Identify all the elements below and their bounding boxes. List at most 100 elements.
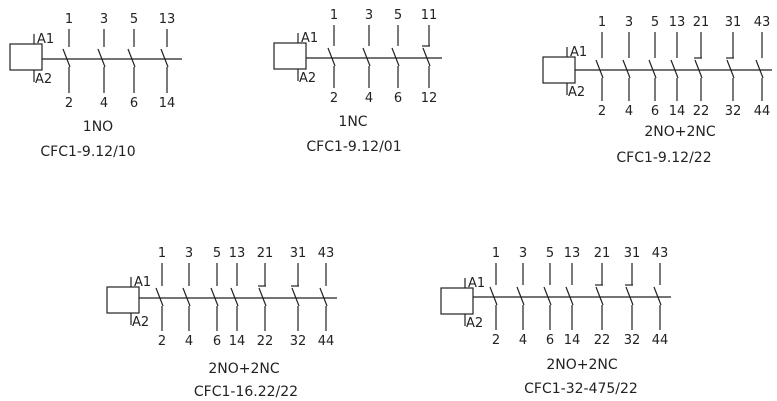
contact-3-4: 34 <box>622 15 633 119</box>
contact-config-label: 2NO+2NC <box>208 361 280 377</box>
contact-blade <box>625 286 634 306</box>
contact-5-6: 56 <box>391 8 402 106</box>
terminal-number-top: 1 <box>598 15 606 30</box>
terminal-number-top: 1 <box>492 246 500 261</box>
contact-blade <box>327 47 336 67</box>
contact-blade <box>694 59 703 79</box>
terminal-number-bottom: 2 <box>65 96 73 111</box>
terminal-number-bottom: 32 <box>624 333 641 348</box>
coil-label-top: A1 <box>468 276 485 291</box>
model-number: CFC1-32-475/22 <box>524 381 638 397</box>
contact-blade <box>565 286 574 306</box>
terminal-number-bottom: 12 <box>421 91 438 106</box>
coil-box <box>273 42 307 70</box>
contact-blade <box>726 59 735 79</box>
coil-label-top: A1 <box>570 45 587 60</box>
terminal-number-top: 13 <box>159 12 176 27</box>
contact-3-4: 34 <box>516 246 527 348</box>
terminal-number-bottom: 6 <box>213 334 221 349</box>
contact-blade <box>670 59 679 79</box>
terminal-number-bottom: 4 <box>100 96 108 111</box>
coil-box <box>440 287 474 315</box>
terminal-number-top: 5 <box>651 15 659 30</box>
contact-config-label: 1NO <box>83 119 113 135</box>
terminal-number-bottom: 6 <box>651 104 659 119</box>
contact-config-label: 1NC <box>338 114 367 130</box>
coil-label-top: A1 <box>301 31 318 46</box>
contact-5-6: 56 <box>648 15 659 119</box>
contact-blade <box>155 287 164 307</box>
terminal-number-bottom: 14 <box>669 104 686 119</box>
contact-3-4: 34 <box>362 8 373 106</box>
contact-1-2: 12 <box>155 246 166 349</box>
diagram-3: A1A212345613142122313243442NO+2NCCFC1-9.… <box>542 15 772 166</box>
contact-blade <box>595 59 604 79</box>
terminal-number-top: 43 <box>652 246 669 261</box>
contact-21-22: 21 22 <box>257 246 274 349</box>
terminal-number-top: 5 <box>130 12 138 27</box>
contact-1-2: 12 <box>327 8 338 106</box>
terminal-number-top: 3 <box>365 8 373 23</box>
diagrams-group: A1A212345613141NOCFC1-9.12/10A1A21234561… <box>9 8 772 400</box>
terminal-number-top: 43 <box>754 15 771 30</box>
diagram-5: A1A212345613142122313243442NO+2NCCFC1-32… <box>440 246 671 397</box>
terminal-number-bottom: 2 <box>330 91 338 106</box>
terminal-number-top: 31 <box>725 15 742 30</box>
terminal-number-bottom: 4 <box>365 91 373 106</box>
contact-blade <box>319 287 328 307</box>
terminal-number-top: 3 <box>519 246 527 261</box>
contact-blade <box>230 287 239 307</box>
contact-blade <box>362 47 371 67</box>
coil-box <box>9 43 43 71</box>
contact-5-6: 56 <box>210 246 221 349</box>
contact-blade <box>62 48 71 68</box>
contact-blade <box>127 48 136 68</box>
terminal-number-bottom: 4 <box>625 104 633 119</box>
terminal-number-bottom: 14 <box>564 333 581 348</box>
contact-blade <box>595 286 604 306</box>
terminal-number-bottom: 6 <box>394 91 402 106</box>
contact-blade <box>516 286 525 306</box>
terminal-number-bottom: 22 <box>257 334 274 349</box>
terminal-number-top: 5 <box>213 246 221 261</box>
terminal-number-bottom: 6 <box>130 96 138 111</box>
coil-label-bottom: A2 <box>466 316 483 331</box>
terminal-number-bottom: 32 <box>725 104 742 119</box>
coil-label-bottom: A2 <box>299 71 316 86</box>
contact-blade <box>97 48 106 68</box>
terminal-number-bottom: 2 <box>492 333 500 348</box>
terminal-number-bottom: 22 <box>693 104 710 119</box>
model-number: CFC1-9.12/10 <box>40 144 135 160</box>
contact-31-32: 31 32 <box>725 15 742 119</box>
terminal-number-bottom: 44 <box>754 104 771 119</box>
contact-blade <box>648 59 657 79</box>
terminal-number-bottom: 22 <box>594 333 611 348</box>
terminal-number-bottom: 14 <box>159 96 176 111</box>
contact-blade <box>489 286 498 306</box>
terminal-number-bottom: 4 <box>185 334 193 349</box>
contact-43-44: 43 44 <box>652 246 669 348</box>
coil-label-bottom: A2 <box>132 315 149 330</box>
contact-blade <box>543 286 552 306</box>
terminal-number-top: 21 <box>257 246 274 261</box>
terminal-number-top: 1 <box>158 246 166 261</box>
model-number: CFC1-16.22/22 <box>194 384 298 400</box>
contact-blade <box>291 287 300 307</box>
terminal-number-bottom: 2 <box>598 104 606 119</box>
terminal-number-bottom: 4 <box>519 333 527 348</box>
terminal-number-bottom: 44 <box>652 333 669 348</box>
model-number: CFC1-9.12/01 <box>306 139 401 155</box>
contact-blade <box>182 287 191 307</box>
contact-blade <box>755 59 764 79</box>
contact-3-4: 34 <box>182 246 193 349</box>
